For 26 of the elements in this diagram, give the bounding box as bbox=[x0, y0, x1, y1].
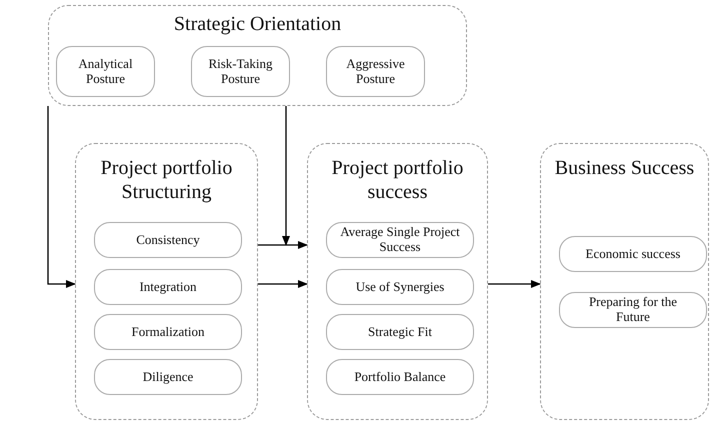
factor-box: Consistency bbox=[94, 222, 242, 258]
group-panel bbox=[48, 5, 467, 106]
arrow bbox=[258, 241, 308, 249]
factor-box: Strategic Fit bbox=[326, 314, 474, 350]
factor-box: Average Single Project Success bbox=[326, 222, 474, 258]
arrow bbox=[282, 106, 290, 246]
factor-box: Portfolio Balance bbox=[326, 359, 474, 395]
factor-box: Diligence bbox=[94, 359, 242, 395]
factor-box: Preparing for the Future bbox=[559, 292, 707, 328]
group-panel bbox=[307, 143, 488, 420]
group-panel bbox=[75, 143, 258, 420]
panel-title: Project portfolio Structuring bbox=[100, 156, 234, 204]
panel-title: Strategic Orientation bbox=[172, 12, 342, 36]
factor-box: Integration bbox=[94, 269, 242, 305]
arrow bbox=[488, 280, 541, 288]
panel-title: Project portfolio success bbox=[330, 156, 464, 204]
factor-box: Risk-Taking Posture bbox=[191, 46, 290, 97]
factor-box: Formalization bbox=[94, 314, 242, 350]
arrow bbox=[47, 106, 76, 288]
factor-box: Aggressive Posture bbox=[326, 46, 425, 97]
factor-box: Analytical Posture bbox=[56, 46, 155, 97]
arrow bbox=[258, 280, 308, 288]
factor-box: Use of Synergies bbox=[326, 269, 474, 305]
group-panel bbox=[540, 143, 709, 420]
factor-box: Economic success bbox=[559, 236, 707, 272]
panel-title: Business Success bbox=[554, 156, 696, 180]
